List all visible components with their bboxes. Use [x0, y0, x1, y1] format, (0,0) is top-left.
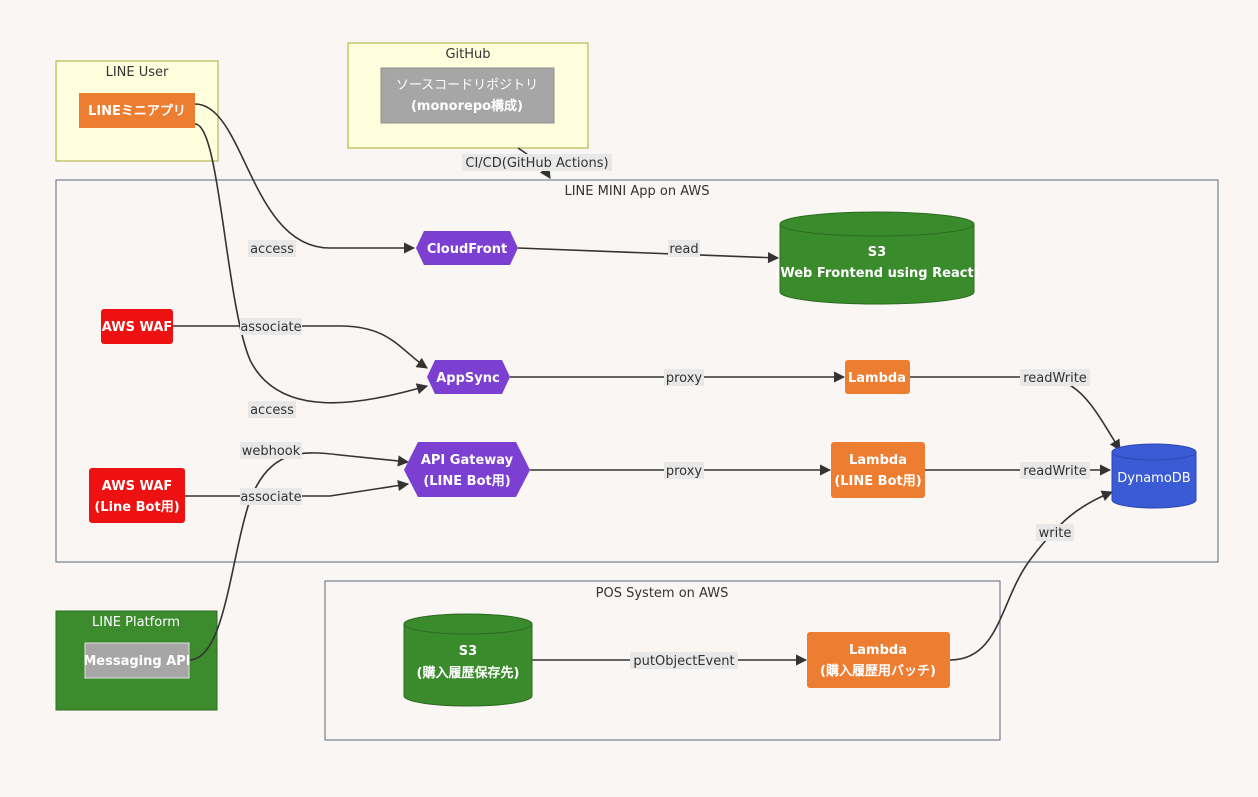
edge-readwrite-1: [910, 376, 1121, 451]
node-aws-waf-2-label-1: AWS WAF: [102, 479, 172, 494]
node-lambda-3-label-2: (購入履歴用バッチ): [820, 663, 936, 679]
node-lambda-label: Lambda: [848, 371, 906, 386]
node-cloudfront[interactable]: CloudFront: [416, 231, 518, 265]
node-lambda-batch[interactable]: Lambda (購入履歴用バッチ): [807, 632, 950, 688]
node-dynamodb-label: DynamoDB: [1117, 471, 1190, 486]
svg-text:associate: associate: [240, 320, 301, 335]
edge-label-readwrite-1: readWrite: [1020, 369, 1090, 386]
edge-label-proxy-2: proxy: [664, 462, 704, 479]
node-line-mini-app-label: LINEミニアプリ: [88, 104, 186, 119]
svg-text:CI/CD(GitHub Actions): CI/CD(GitHub Actions): [465, 156, 608, 171]
svg-text:readWrite: readWrite: [1023, 464, 1087, 479]
node-s3-pos-label-1: S3: [459, 644, 477, 659]
svg-text:access: access: [250, 242, 294, 257]
node-source-repo[interactable]: ソースコードリポジトリ (monorepo構成): [380, 67, 555, 124]
node-api-gateway-label-1: API Gateway: [421, 453, 514, 468]
svg-text:write: write: [1039, 526, 1072, 541]
cluster-line-platform-title: LINE Platform: [92, 615, 180, 630]
node-s3-pos-label-2: (購入履歴保存先): [417, 665, 520, 681]
svg-text:access: access: [250, 403, 294, 418]
edge-access-appsync: [194, 123, 429, 404]
node-s3-web-label-1: S3: [868, 245, 886, 260]
node-s3-web-label-2: (Web Frontend using React): [774, 266, 979, 281]
edge-associate-apigw: [185, 479, 410, 497]
node-lambda-3-label-1: Lambda: [849, 643, 907, 658]
edge-access-cloudfront: [194, 103, 416, 254]
node-appsync-label: AppSync: [436, 371, 499, 386]
cluster-pos-system: POS System on AWS: [324, 580, 1001, 741]
edge-label-readwrite-2: readWrite: [1020, 462, 1090, 479]
edge-label-access-1: access: [248, 240, 296, 257]
node-aws-waf-label: AWS WAF: [102, 320, 172, 335]
node-api-gateway-label-2: (LINE Bot用): [423, 474, 510, 489]
cluster-github-title: GitHub: [445, 47, 490, 62]
node-aws-waf-2-label-2: (Line Bot用): [94, 500, 179, 515]
node-source-repo-label-2: (monorepo構成): [411, 98, 523, 114]
edge-label-access-2: access: [248, 401, 296, 418]
svg-text:proxy: proxy: [666, 371, 703, 386]
edge-webhook: [188, 452, 410, 661]
edge-label-associate-2: associate: [240, 488, 302, 505]
node-aws-waf-line-bot[interactable]: AWS WAF (Line Bot用): [89, 468, 185, 523]
edge-label-webhook: webhook: [240, 442, 302, 459]
node-cloudfront-label: CloudFront: [427, 242, 507, 257]
edge-write: [949, 490, 1114, 661]
edge-label-cicd: CI/CD(GitHub Actions): [462, 154, 612, 171]
edge-label-associate-1: associate: [240, 318, 302, 335]
node-lambda-2-label-2: (LINE Bot用): [834, 474, 921, 489]
svg-text:proxy: proxy: [666, 464, 703, 479]
edge-label-write: write: [1036, 524, 1074, 541]
node-api-gateway[interactable]: API Gateway (LINE Bot用): [404, 442, 530, 497]
svg-text:read: read: [669, 242, 698, 257]
cluster-line-mini-app-aws: LINE MINI App on AWS: [55, 179, 1219, 563]
node-aws-waf[interactable]: AWS WAF: [101, 309, 173, 344]
node-source-repo-label-1: ソースコードリポジトリ: [396, 78, 538, 93]
node-appsync[interactable]: AppSync: [427, 360, 510, 394]
node-lambda[interactable]: Lambda: [845, 360, 910, 394]
edge-associate-appsync: [173, 325, 428, 369]
node-s3-pos[interactable]: S3 (購入履歴保存先): [403, 613, 533, 707]
cluster-aws-app-title: LINE MINI App on AWS: [564, 184, 709, 199]
edge-label-put-object-event: putObjectEvent: [630, 652, 738, 669]
node-lambda-line-bot[interactable]: Lambda (LINE Bot用): [831, 442, 925, 498]
node-dynamodb[interactable]: DynamoDB: [1111, 443, 1197, 509]
node-messaging-api[interactable]: Messaging API: [83, 642, 191, 679]
svg-text:putObjectEvent: putObjectEvent: [633, 654, 734, 669]
edge-label-proxy-1: proxy: [664, 369, 704, 386]
cluster-line-user-title: LINE User: [106, 65, 169, 80]
node-line-mini-app[interactable]: LINEミニアプリ: [79, 93, 195, 128]
node-s3-web[interactable]: S3 (Web Frontend using React): [774, 211, 980, 305]
cluster-pos-title: POS System on AWS: [596, 586, 729, 601]
edge-read: [517, 247, 780, 264]
node-messaging-api-label: Messaging API: [83, 654, 190, 669]
node-lambda-2-label-1: Lambda: [849, 453, 907, 468]
svg-text:webhook: webhook: [242, 444, 301, 459]
edge-label-read: read: [668, 240, 700, 257]
svg-text:readWrite: readWrite: [1023, 371, 1087, 386]
svg-text:associate: associate: [240, 490, 301, 505]
